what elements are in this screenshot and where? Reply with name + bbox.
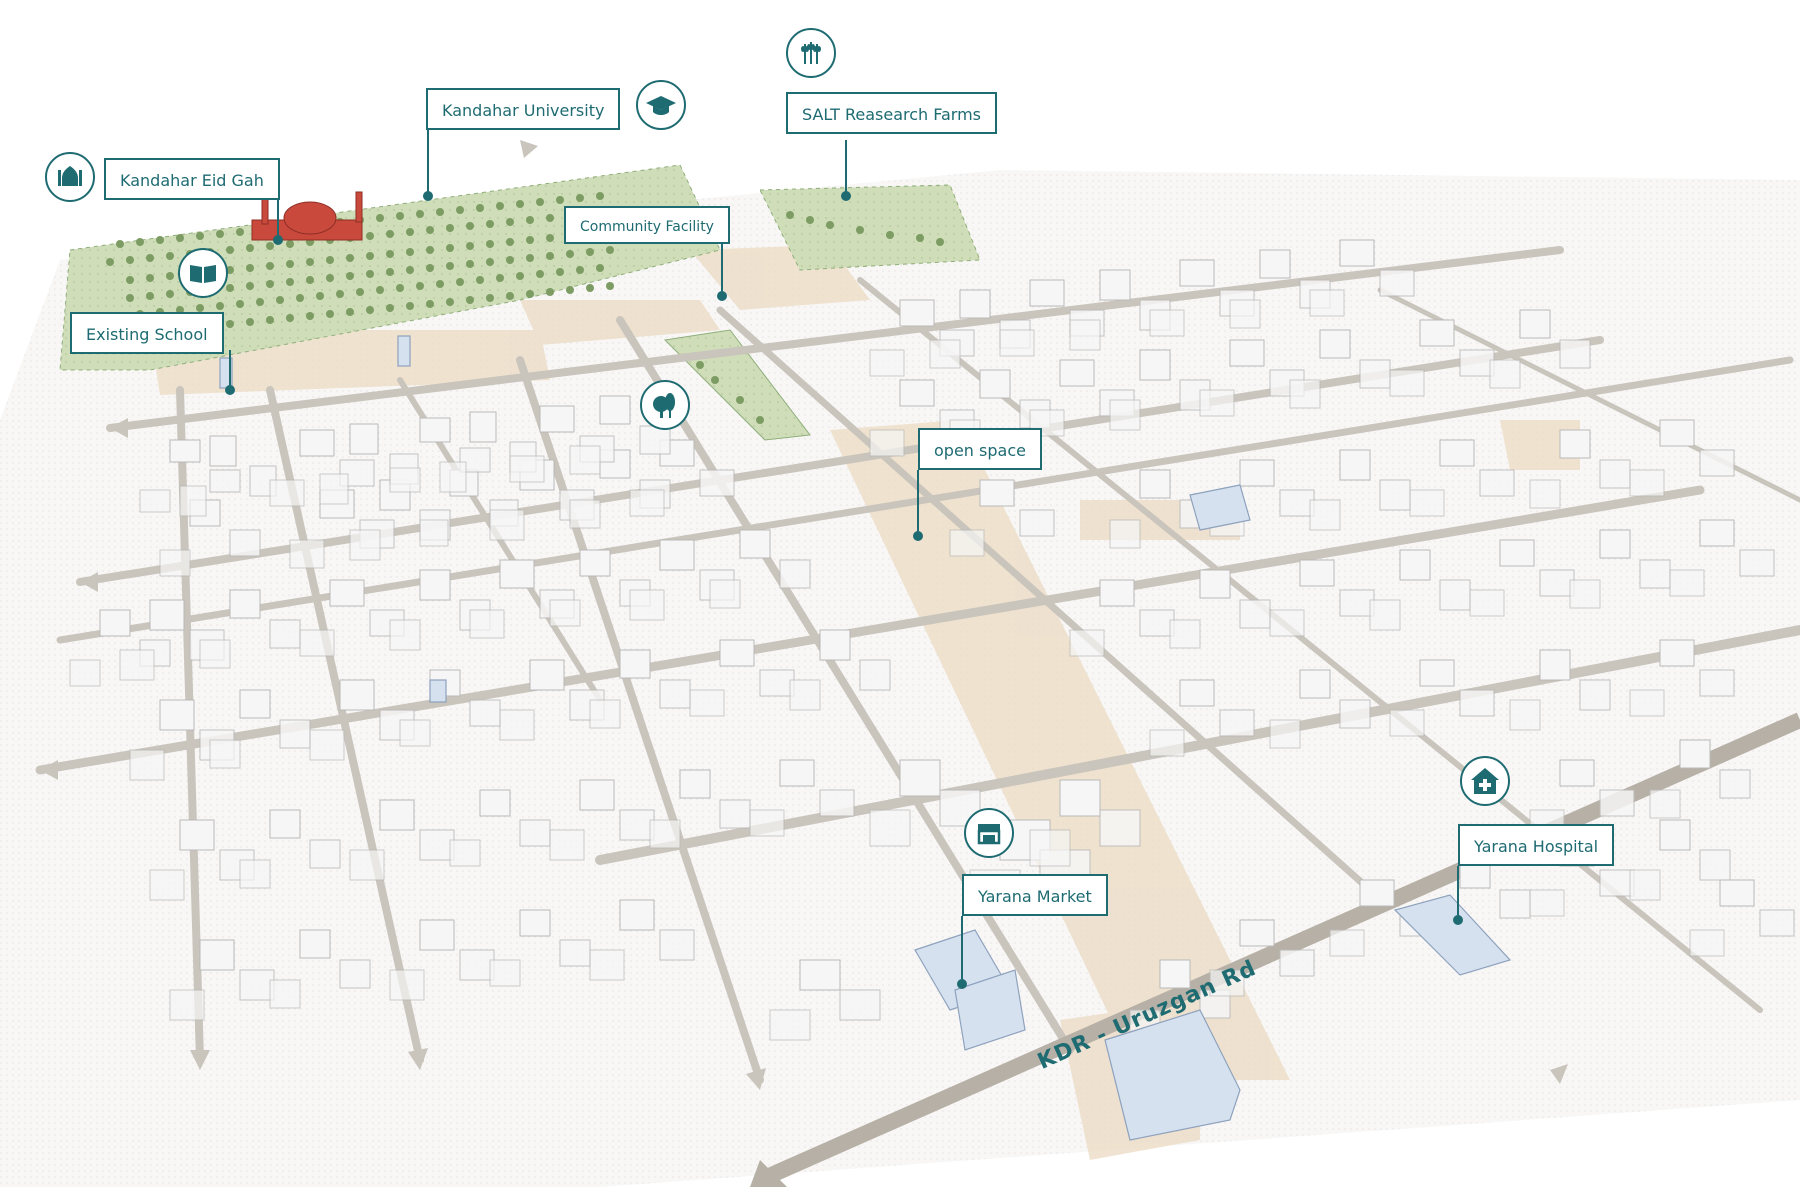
label-kandahar-university: Kandahar University bbox=[426, 88, 621, 130]
mosque-icon bbox=[45, 152, 95, 202]
label-yarana-market: Yarana Market bbox=[962, 874, 1108, 916]
label-community-facility: Community Facility bbox=[564, 206, 730, 244]
label-salt-research-farms: SALT Reasearch Farms bbox=[786, 92, 998, 134]
graduation-cap-icon bbox=[636, 80, 686, 130]
building-blocks bbox=[99, 239, 1755, 991]
tree-icon bbox=[640, 380, 690, 430]
highlighted-buildings bbox=[219, 335, 1512, 1141]
book-icon bbox=[178, 248, 228, 298]
university-green-area bbox=[59, 164, 721, 371]
label-yarana-hospital: Yarana Hospital bbox=[1458, 824, 1615, 866]
label-existing-school: Existing School bbox=[70, 312, 224, 354]
hospital-icon bbox=[1460, 756, 1510, 806]
label-kandahar-eid-gah: Kandahar Eid Gah bbox=[104, 158, 280, 200]
salt-farms-green-area bbox=[759, 184, 981, 271]
road-arrows bbox=[40, 140, 1568, 1090]
market-stall-icon bbox=[964, 808, 1014, 858]
label-open-space: open space bbox=[918, 428, 1042, 470]
wheat-icon bbox=[786, 28, 836, 78]
